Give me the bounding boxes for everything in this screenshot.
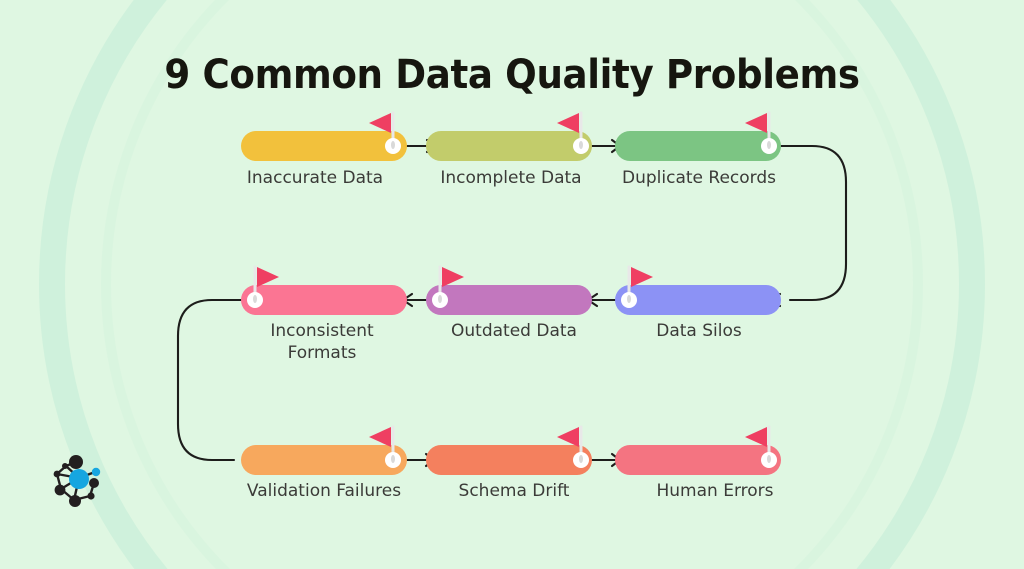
flow-step-schema-drift[interactable]: Schema Drift	[426, 425, 592, 501]
flag-icon	[369, 113, 391, 133]
flow-step-validation-failures[interactable]: Validation Failures	[241, 425, 407, 501]
step-knob-center	[767, 455, 771, 463]
flow-step-outdated-data[interactable]: Outdated Data	[426, 265, 592, 341]
step-knob-center	[391, 455, 395, 463]
step-bar[interactable]	[241, 285, 407, 315]
step-bar[interactable]	[426, 445, 592, 475]
step-bar[interactable]	[241, 445, 407, 475]
step-label: Human Errors	[656, 481, 773, 501]
flow-step-duplicate-records[interactable]: Duplicate Records	[615, 111, 781, 188]
step-bar[interactable]	[241, 131, 407, 161]
step-knob-center	[253, 295, 257, 303]
flow-step-data-silos[interactable]: Data Silos	[615, 265, 781, 341]
step-bar[interactable]	[615, 285, 781, 315]
page-title: 9 Common Data Quality Problems	[164, 52, 860, 98]
flag-icon	[557, 427, 579, 447]
flow-step-human-errors[interactable]: Human Errors	[615, 425, 781, 501]
flag-icon	[745, 427, 767, 447]
step-label: Inaccurate Data	[247, 168, 383, 188]
flag-icon	[745, 113, 767, 133]
step-bar[interactable]	[615, 131, 781, 161]
step-knob-center	[579, 455, 583, 463]
step-label: Inconsistent	[270, 321, 374, 341]
step-knob-center	[579, 141, 583, 149]
step-bar[interactable]	[615, 445, 781, 475]
step-label: Validation Failures	[247, 481, 401, 501]
step-label: Incomplete Data	[440, 168, 581, 188]
step-label: Duplicate Records	[622, 168, 776, 188]
step-bar[interactable]	[426, 131, 592, 161]
step-label: Data Silos	[656, 321, 742, 341]
network-nodes-logo	[53, 455, 101, 507]
step-bar[interactable]	[426, 285, 592, 315]
step-knob-center	[627, 295, 631, 303]
flag-icon	[442, 267, 464, 287]
flag-icon	[631, 267, 653, 287]
logo-accent-small-node	[91, 467, 101, 477]
flag-icon	[557, 113, 579, 133]
step-label: Schema Drift	[459, 481, 570, 501]
step-label-line2: Formats	[288, 343, 357, 363]
flow-step-incomplete-data[interactable]: Incomplete Data	[426, 111, 592, 188]
step-knob-center	[438, 295, 442, 303]
logo-accent-node	[69, 469, 89, 489]
connector-row2-row3	[176, 298, 243, 462]
flow-step-inconsistent-formats[interactable]: Inconsistent Formats	[241, 265, 407, 363]
flag-icon	[369, 427, 391, 447]
step-label: Outdated Data	[451, 321, 577, 341]
flag-icon	[257, 267, 279, 287]
flow-step-inaccurate-data[interactable]: Inaccurate Data	[241, 111, 407, 188]
step-knob-center	[767, 141, 771, 149]
logo-nodes	[53, 455, 99, 507]
step-knob-center	[391, 141, 395, 149]
connector-row1-row2	[779, 144, 848, 302]
